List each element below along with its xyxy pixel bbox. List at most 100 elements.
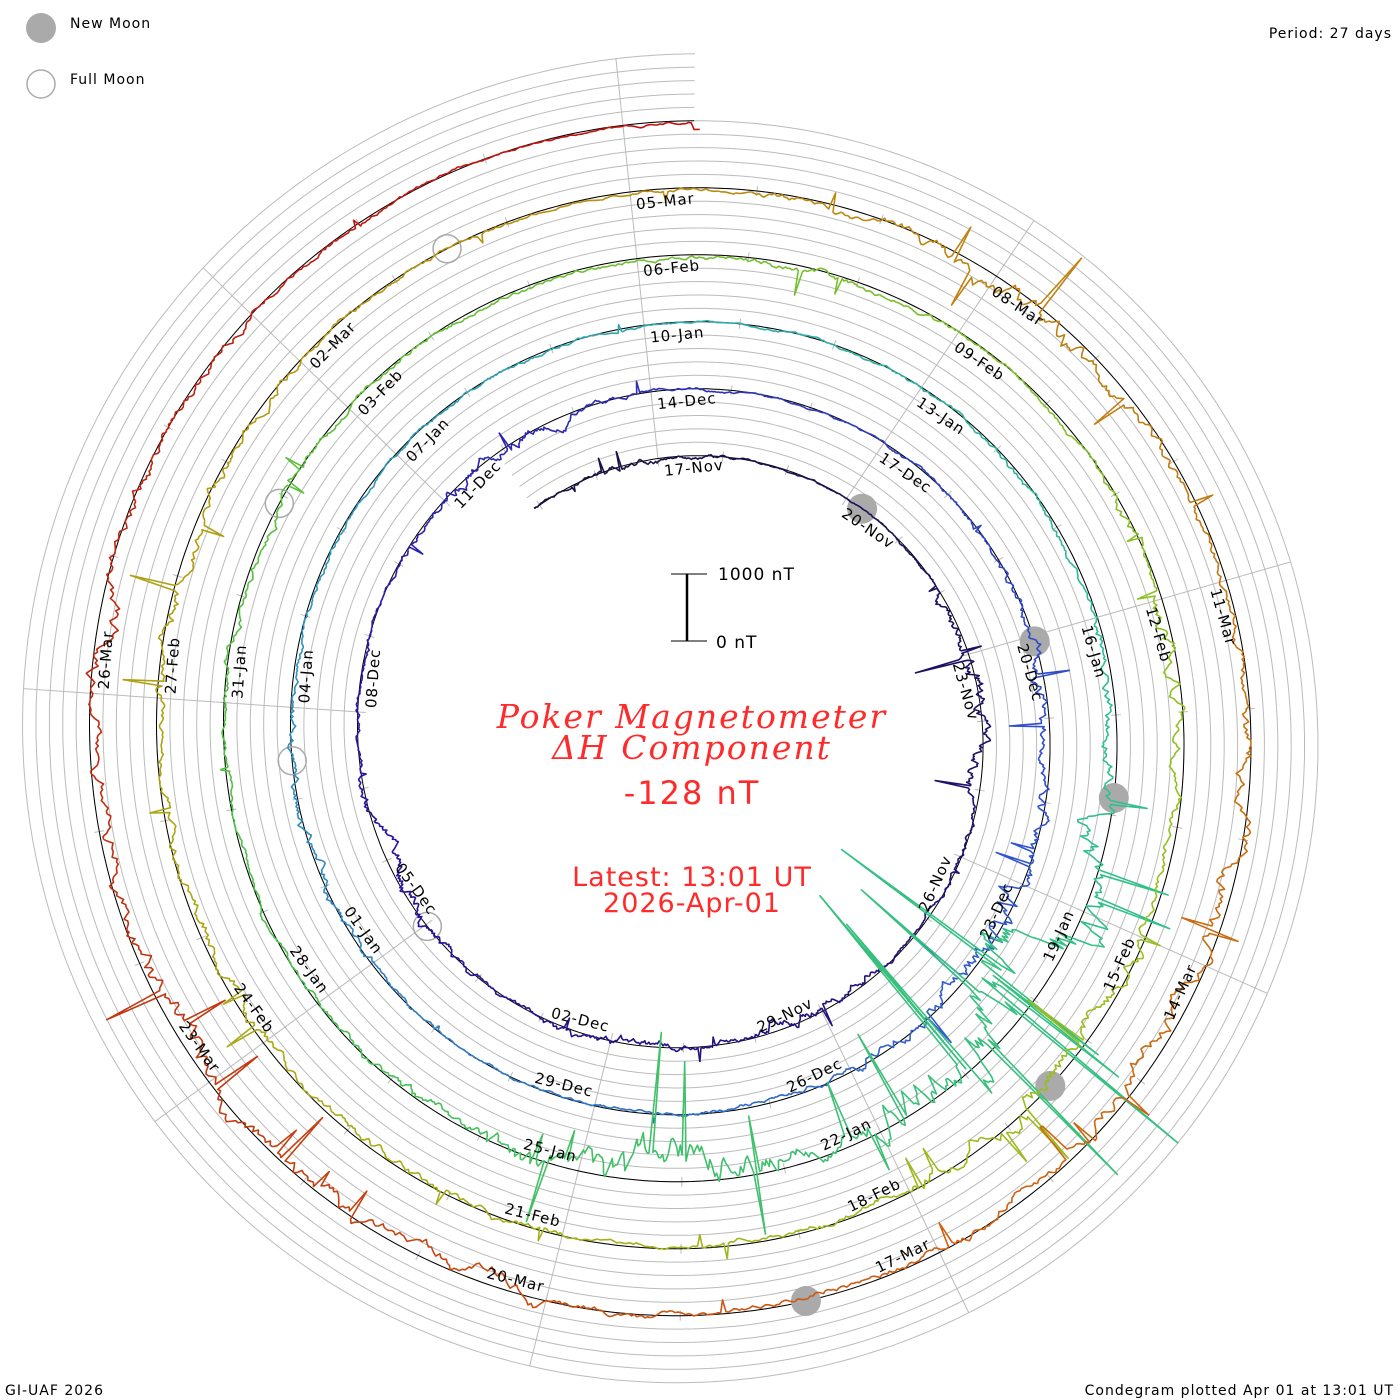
date-label: 31-Jan: [228, 644, 250, 700]
trace-segment: [395, 857, 413, 896]
full-moon-legend-icon: [26, 69, 56, 99]
trace-segment: [826, 1081, 890, 1171]
trace-segment: [580, 1305, 651, 1319]
trace-segment: [912, 461, 945, 493]
trace-segment: [560, 475, 590, 493]
trace-segment: [633, 380, 676, 395]
trace-segment: [840, 494, 870, 514]
trace-segment: [942, 862, 960, 898]
trace-segment: [1051, 527, 1078, 571]
trace-segment: [251, 877, 270, 931]
date-label: 08-Dec: [362, 648, 384, 709]
trace-segment: [1231, 634, 1248, 702]
trace-segment: [1193, 506, 1220, 570]
trace-segment: [355, 707, 361, 748]
trace-segment: [370, 590, 386, 629]
trace-segment: [510, 1077, 555, 1094]
trace-segment: [585, 1034, 625, 1044]
date-label: 02-Dec: [549, 1004, 611, 1036]
trace-segment: [341, 493, 369, 534]
trace-segment: [1216, 568, 1237, 636]
day-spoke: [1198, 962, 1268, 994]
period-label: Period: 27 days: [1269, 26, 1392, 42]
day-spoke: [1218, 561, 1291, 584]
trace-segment: [427, 491, 458, 523]
trace-segment: [971, 523, 997, 560]
trace-segment: [472, 1055, 512, 1080]
trace-segment: [932, 317, 984, 350]
day-spoke: [223, 702, 299, 709]
latest-date: 2026-Apr-01: [603, 888, 781, 919]
trace-segment: [1023, 257, 1083, 352]
date-label: 29-Nov: [754, 994, 816, 1036]
trace-segment: [518, 426, 560, 443]
day-spoke: [1137, 935, 1207, 967]
trace-segment: [272, 1116, 331, 1189]
trace-segment: [350, 367, 393, 408]
trace-segment: [615, 450, 653, 471]
trace-segment: [1114, 933, 1161, 990]
trace-segment: [290, 754, 300, 802]
date-label: 28-Jan: [286, 942, 333, 997]
trace-segment: [868, 953, 898, 978]
trace-segment: [212, 950, 246, 1007]
trace-segment: [220, 713, 229, 771]
current-value: -128 nT: [624, 774, 761, 812]
day-spoke: [561, 1162, 581, 1237]
trace-segment: [856, 1257, 922, 1284]
trace-segment: [1031, 912, 1109, 950]
trace-segment: [1099, 663, 1113, 714]
trace-segment: [291, 663, 299, 710]
trace-segment: [878, 293, 934, 319]
trace-segment: [651, 455, 685, 465]
trace-segment: [357, 747, 367, 788]
trace-segment: [454, 956, 486, 983]
trace-segment: [362, 628, 373, 669]
day-spoke: [615, 58, 625, 134]
trace-segment: [123, 906, 154, 976]
date-label: 17-Nov: [663, 456, 724, 480]
trace-segment: [887, 1023, 927, 1049]
trace-segment: [934, 589, 952, 623]
footer-plot-time: Condegram plotted Apr 01 at 13:01 UT: [1085, 1383, 1394, 1399]
trace-segment: [1101, 712, 1110, 764]
trace-segment: [1036, 1122, 1091, 1184]
trace-segment: [1181, 901, 1239, 969]
trace-segment: [268, 355, 306, 411]
date-label: 20-Mar: [485, 1264, 546, 1296]
day-spoke: [629, 191, 639, 267]
day-spoke: [906, 1184, 940, 1253]
trace-segment: [149, 769, 177, 832]
trace-segment: [831, 343, 877, 365]
trace-segment: [1026, 485, 1053, 528]
trace-segment: [516, 1002, 551, 1024]
trace-segment: [403, 997, 440, 1030]
trace-segment: [189, 1029, 259, 1100]
trace-segment: [465, 368, 507, 394]
trace-segment: [684, 1108, 729, 1117]
trace-segment: [838, 419, 878, 439]
trace-segment: [85, 634, 114, 702]
trace-segment: [454, 457, 482, 492]
trace-segment: [972, 721, 992, 759]
date-label: 18-Feb: [845, 1175, 904, 1216]
trace-segment: [919, 386, 962, 414]
trace-segment: [487, 282, 541, 308]
trace-segment: [1085, 860, 1171, 930]
trace-segment: [650, 1310, 721, 1319]
trace-segment: [719, 1115, 774, 1235]
trace-segment: [683, 454, 717, 461]
day-spoke: [879, 386, 922, 450]
trace-segment: [246, 271, 298, 323]
date-label: 19-Jan: [1040, 907, 1079, 964]
latest-time: Latest: 13:01 UT: [572, 862, 812, 893]
day-spoke: [317, 958, 379, 1004]
trace-segment: [385, 1228, 449, 1264]
trace-segment: [967, 791, 976, 830]
trace-segment: [995, 841, 1038, 886]
baseline-spiral: [89, 120, 1252, 1317]
trace-segment: [369, 1143, 423, 1180]
trace-segment: [916, 561, 939, 593]
trace-segment: [857, 1033, 920, 1147]
